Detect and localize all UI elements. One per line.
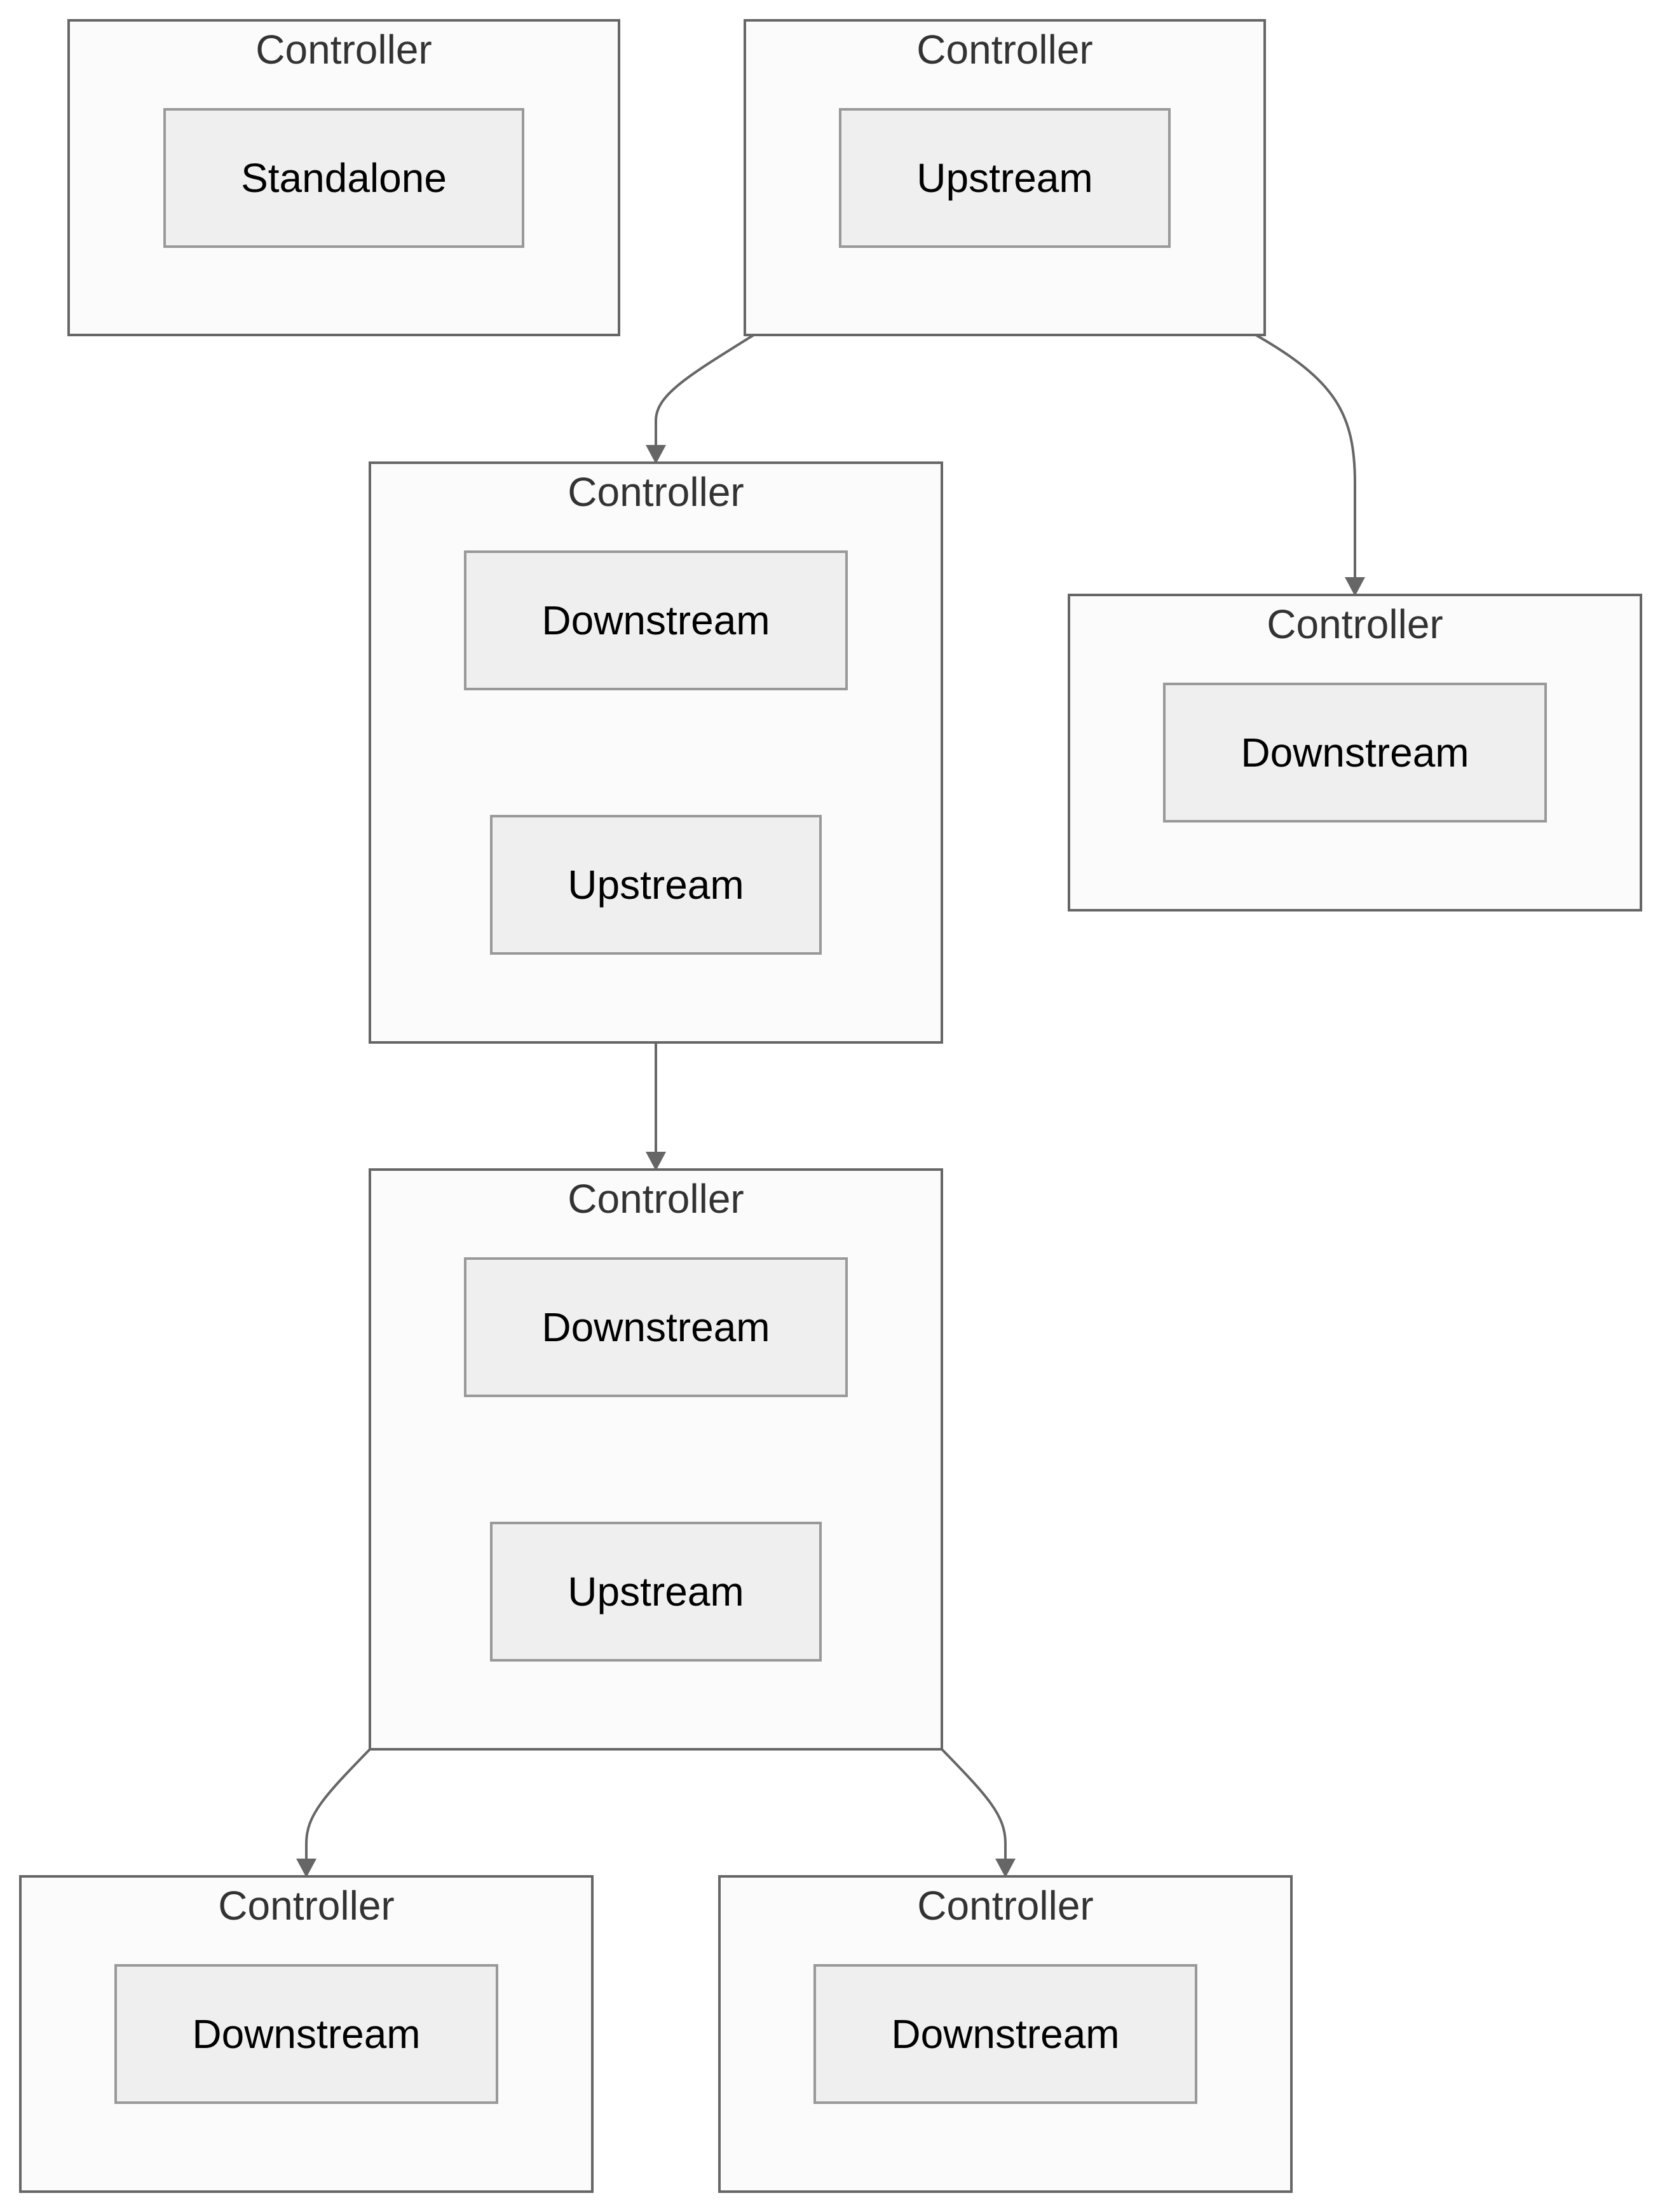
controller-cluster-upstream: Controller Upstream: [744, 19, 1266, 336]
edge-arrowhead: [646, 445, 666, 464]
cluster-label: Controller: [218, 1883, 394, 1929]
node-label-downstream: Downstream: [891, 2011, 1119, 2057]
edge-lower-to-bottom-right-controller: [941, 1748, 1007, 1866]
cluster-label: Controller: [568, 469, 744, 515]
node-label-downstream: Downstream: [541, 1304, 770, 1350]
edge-upstream-to-right-controller: [1255, 334, 1356, 585]
node-box-downstream: [464, 550, 848, 690]
cluster-label: Controller: [916, 27, 1092, 72]
edge-arrowhead: [995, 1859, 1016, 1878]
node-label-downstream: Downstream: [1241, 730, 1469, 775]
edge-arrowhead: [296, 1859, 316, 1878]
cluster-label: Controller: [1267, 601, 1443, 647]
node-label-standalone: Standalone: [241, 155, 447, 201]
node-box-downstream: [1163, 683, 1547, 823]
node-box-downstream: [813, 1964, 1197, 2104]
cluster-box: [369, 461, 943, 1044]
cluster-label: Controller: [917, 1883, 1093, 1929]
node-box-downstream: [114, 1964, 498, 2104]
node-label-upstream: Upstream: [916, 155, 1092, 201]
edges: [296, 334, 1365, 1878]
node-label-downstream: Downstream: [541, 597, 770, 643]
controller-cluster-middle: Controller Downstream Upstream: [369, 461, 943, 1044]
controller-cluster-standalone: Controller Standalone: [67, 19, 620, 336]
controller-cluster-right: Controller Downstream: [1068, 594, 1642, 911]
edge-lower-to-bottom-left-controller: [305, 1748, 371, 1866]
edge-arrowhead: [1345, 577, 1365, 596]
controller-cluster-lower: Controller Downstream Upstream: [369, 1168, 943, 1751]
node-box-upstream: [490, 815, 822, 955]
edge-arrowhead: [646, 1152, 666, 1171]
node-box-upstream: [490, 1522, 822, 1662]
controller-cluster-bottom-right: Controller Downstream: [718, 1875, 1293, 2193]
node-box-downstream: [464, 1257, 848, 1397]
cluster-label: Controller: [255, 27, 432, 72]
node-label-downstream: Downstream: [192, 2011, 420, 2057]
cluster-box: [369, 1168, 943, 1751]
controller-cluster-bottom-left: Controller Downstream: [19, 1875, 594, 2193]
cluster-label: Controller: [568, 1176, 744, 1222]
node-box-standalone: [163, 108, 524, 248]
node-label-upstream: Upstream: [568, 1569, 744, 1615]
node-box-upstream: [839, 108, 1171, 248]
edge-upstream-to-mid-controller: [655, 334, 755, 453]
node-label-upstream: Upstream: [568, 862, 744, 908]
